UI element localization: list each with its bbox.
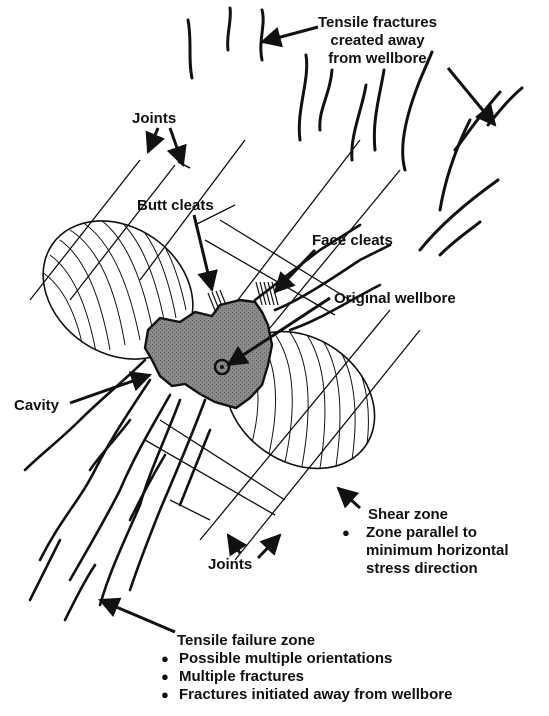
tensile-failure-title: Tensile failure zone: [177, 632, 452, 650]
joints-bottom-label: Joints: [208, 556, 252, 574]
shear-zone-title: Shear zone: [368, 506, 509, 524]
cavity-label: Cavity: [14, 397, 59, 415]
joints-top-label: Joints: [132, 110, 176, 128]
tensile-failure-bullet: Possible multiple orientations: [159, 650, 452, 668]
cavity-shape: [145, 300, 272, 408]
shear-zone-line: minimum horizontal: [340, 542, 509, 560]
face-cleats-label: Face cleats: [312, 232, 393, 250]
butt-cleats-label: Butt cleats: [137, 197, 214, 215]
tensile-failure-bullet: Multiple fractures: [159, 668, 452, 686]
shear-zone-label: Shear zone Zone parallel to minimum hori…: [368, 506, 509, 578]
shear-zone-line: stress direction: [340, 560, 509, 578]
tensile-failure-bullet: Fractures initiated away from wellbore: [159, 686, 452, 704]
shear-zone-bullet: Zone parallel to: [340, 524, 509, 542]
tensile-failure-zone-label: Tensile failure zone Possible multiple o…: [177, 632, 452, 704]
tensile-fractures-label: Tensile fractures created away from well…: [318, 14, 437, 68]
original-wellbore-label: Original wellbore: [334, 290, 456, 308]
